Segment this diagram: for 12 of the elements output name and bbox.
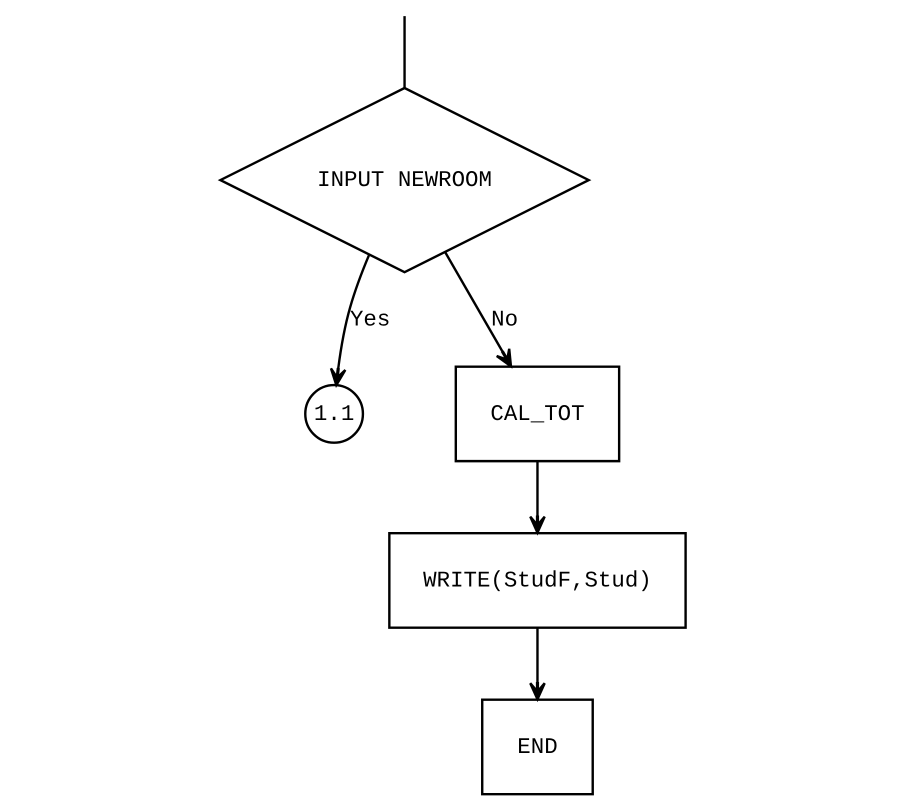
arrow — [529, 628, 546, 700]
node-box: END — [481, 698, 594, 796]
node-circle: 1.1 — [304, 384, 364, 444]
node-box: CAL_TOT — [454, 365, 620, 462]
arrow — [330, 254, 370, 386]
arrow — [444, 252, 512, 368]
arrow — [529, 461, 546, 534]
edge-label: Yes — [350, 306, 390, 332]
edge-label: No — [491, 306, 518, 332]
node-box: WRITE(StudF,Stud) — [388, 532, 687, 629]
connector — [403, 16, 406, 88]
node-diamond: INPUT NEWROOM — [218, 86, 592, 274]
